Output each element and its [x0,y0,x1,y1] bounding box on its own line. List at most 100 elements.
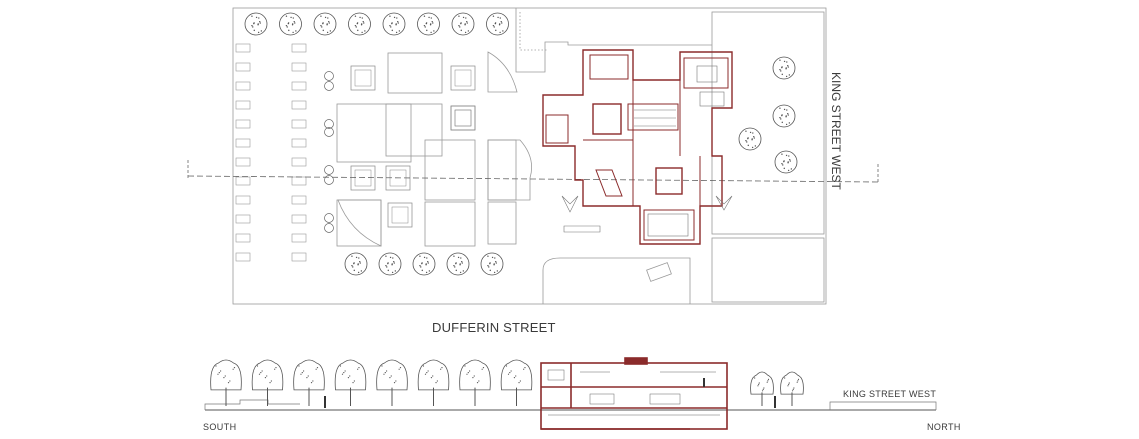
parking-stall [291,62,307,72]
terrain-right [829,401,937,410]
building-details [561,65,733,237]
tree-row-top [244,12,509,36]
tree-symbol [279,12,302,36]
parking-stalls [235,43,307,262]
building-floor-plan [542,49,733,245]
building-section [540,357,728,430]
paving-arc-bottom [337,199,382,247]
parking-stall [291,138,307,148]
room [643,209,695,241]
direction-south-label: SOUTH [203,422,237,432]
parking-stall [291,157,307,167]
driveway [542,257,691,304]
paving-arc-middle [487,139,533,201]
vehicle [646,262,672,282]
parking-stall [235,62,251,72]
parking-stall [291,195,307,205]
section-tree [334,359,367,406]
section-tree [780,371,804,406]
parking-stall [235,100,251,110]
tree-symbol [446,252,470,276]
shrub-symbol [324,165,334,175]
paving-block [336,103,412,163]
angled-wall [595,169,623,197]
planter [450,105,476,131]
tree-symbol [774,150,798,174]
paving-block [487,201,517,245]
building-outline [542,49,733,245]
paving-block [387,52,443,94]
section-tree [251,359,284,406]
section-tree [417,359,450,406]
site-boundary [232,7,827,305]
tree-symbol [344,252,368,276]
site-section [204,357,937,430]
street-label-dufferin: DUFFERIN STREET [432,320,556,335]
shrub-symbol [324,175,334,185]
parking-stall [291,119,307,129]
adjacent-building-bottom [711,237,825,303]
planter [450,65,476,91]
tree-symbol [451,12,475,36]
paving-block [336,199,382,247]
section-tree-row [210,359,804,406]
parking-stall [235,81,251,91]
parking-stall [291,176,307,186]
dotted-fence [519,12,548,51]
section-street-label: KING STREET WEST [843,389,937,399]
property-line-top [515,8,712,73]
section-tree [376,359,408,406]
tree-symbol [772,56,796,80]
room [683,57,729,89]
shrub-symbol [324,71,334,81]
room [545,114,569,144]
tree-row-right [738,56,798,174]
parking-stall [235,43,251,53]
direction-north-label: NORTH [927,422,961,432]
section-tree [210,359,242,406]
human-figures [324,378,776,408]
planter [350,65,376,91]
shrub-symbol [324,213,334,223]
parking-stall [291,43,307,53]
shrub-column [324,71,334,233]
tree-symbol [486,12,509,36]
building-section-details [547,369,720,416]
tree-symbol [417,12,440,36]
paving-block [424,139,476,201]
parking-stall [291,81,307,91]
parking-stall [235,157,251,167]
parking-stall [291,214,307,224]
parking-stall [235,252,251,262]
shrub-symbol [324,119,334,129]
site-plan [187,7,879,305]
parking-stall [235,119,251,129]
section-tree [293,359,325,406]
room [589,54,629,80]
paving-block [487,139,517,201]
planter-squares [350,65,476,228]
shrub-symbol [324,223,334,233]
paving-block [424,201,476,247]
tree-symbol [378,252,402,276]
tree-row-bottom [344,252,504,276]
shrub-symbol [324,81,334,91]
parking-stall [235,195,251,205]
planter [387,202,413,228]
section-cut-line [187,175,879,183]
tree-symbol [348,12,371,36]
parking-stall [291,233,307,243]
paving-block [385,103,443,157]
room [627,103,679,131]
tree-symbol [480,252,504,276]
tree-symbol [244,12,268,36]
terrain-left [204,399,300,410]
tree-symbol [313,12,337,36]
tree-symbol [738,127,762,151]
atrium-box [655,167,683,195]
section-tree [750,371,774,406]
planter [450,105,476,131]
parking-stall [235,138,251,148]
paving-arc-top [487,51,518,93]
tree-symbol [382,12,406,36]
